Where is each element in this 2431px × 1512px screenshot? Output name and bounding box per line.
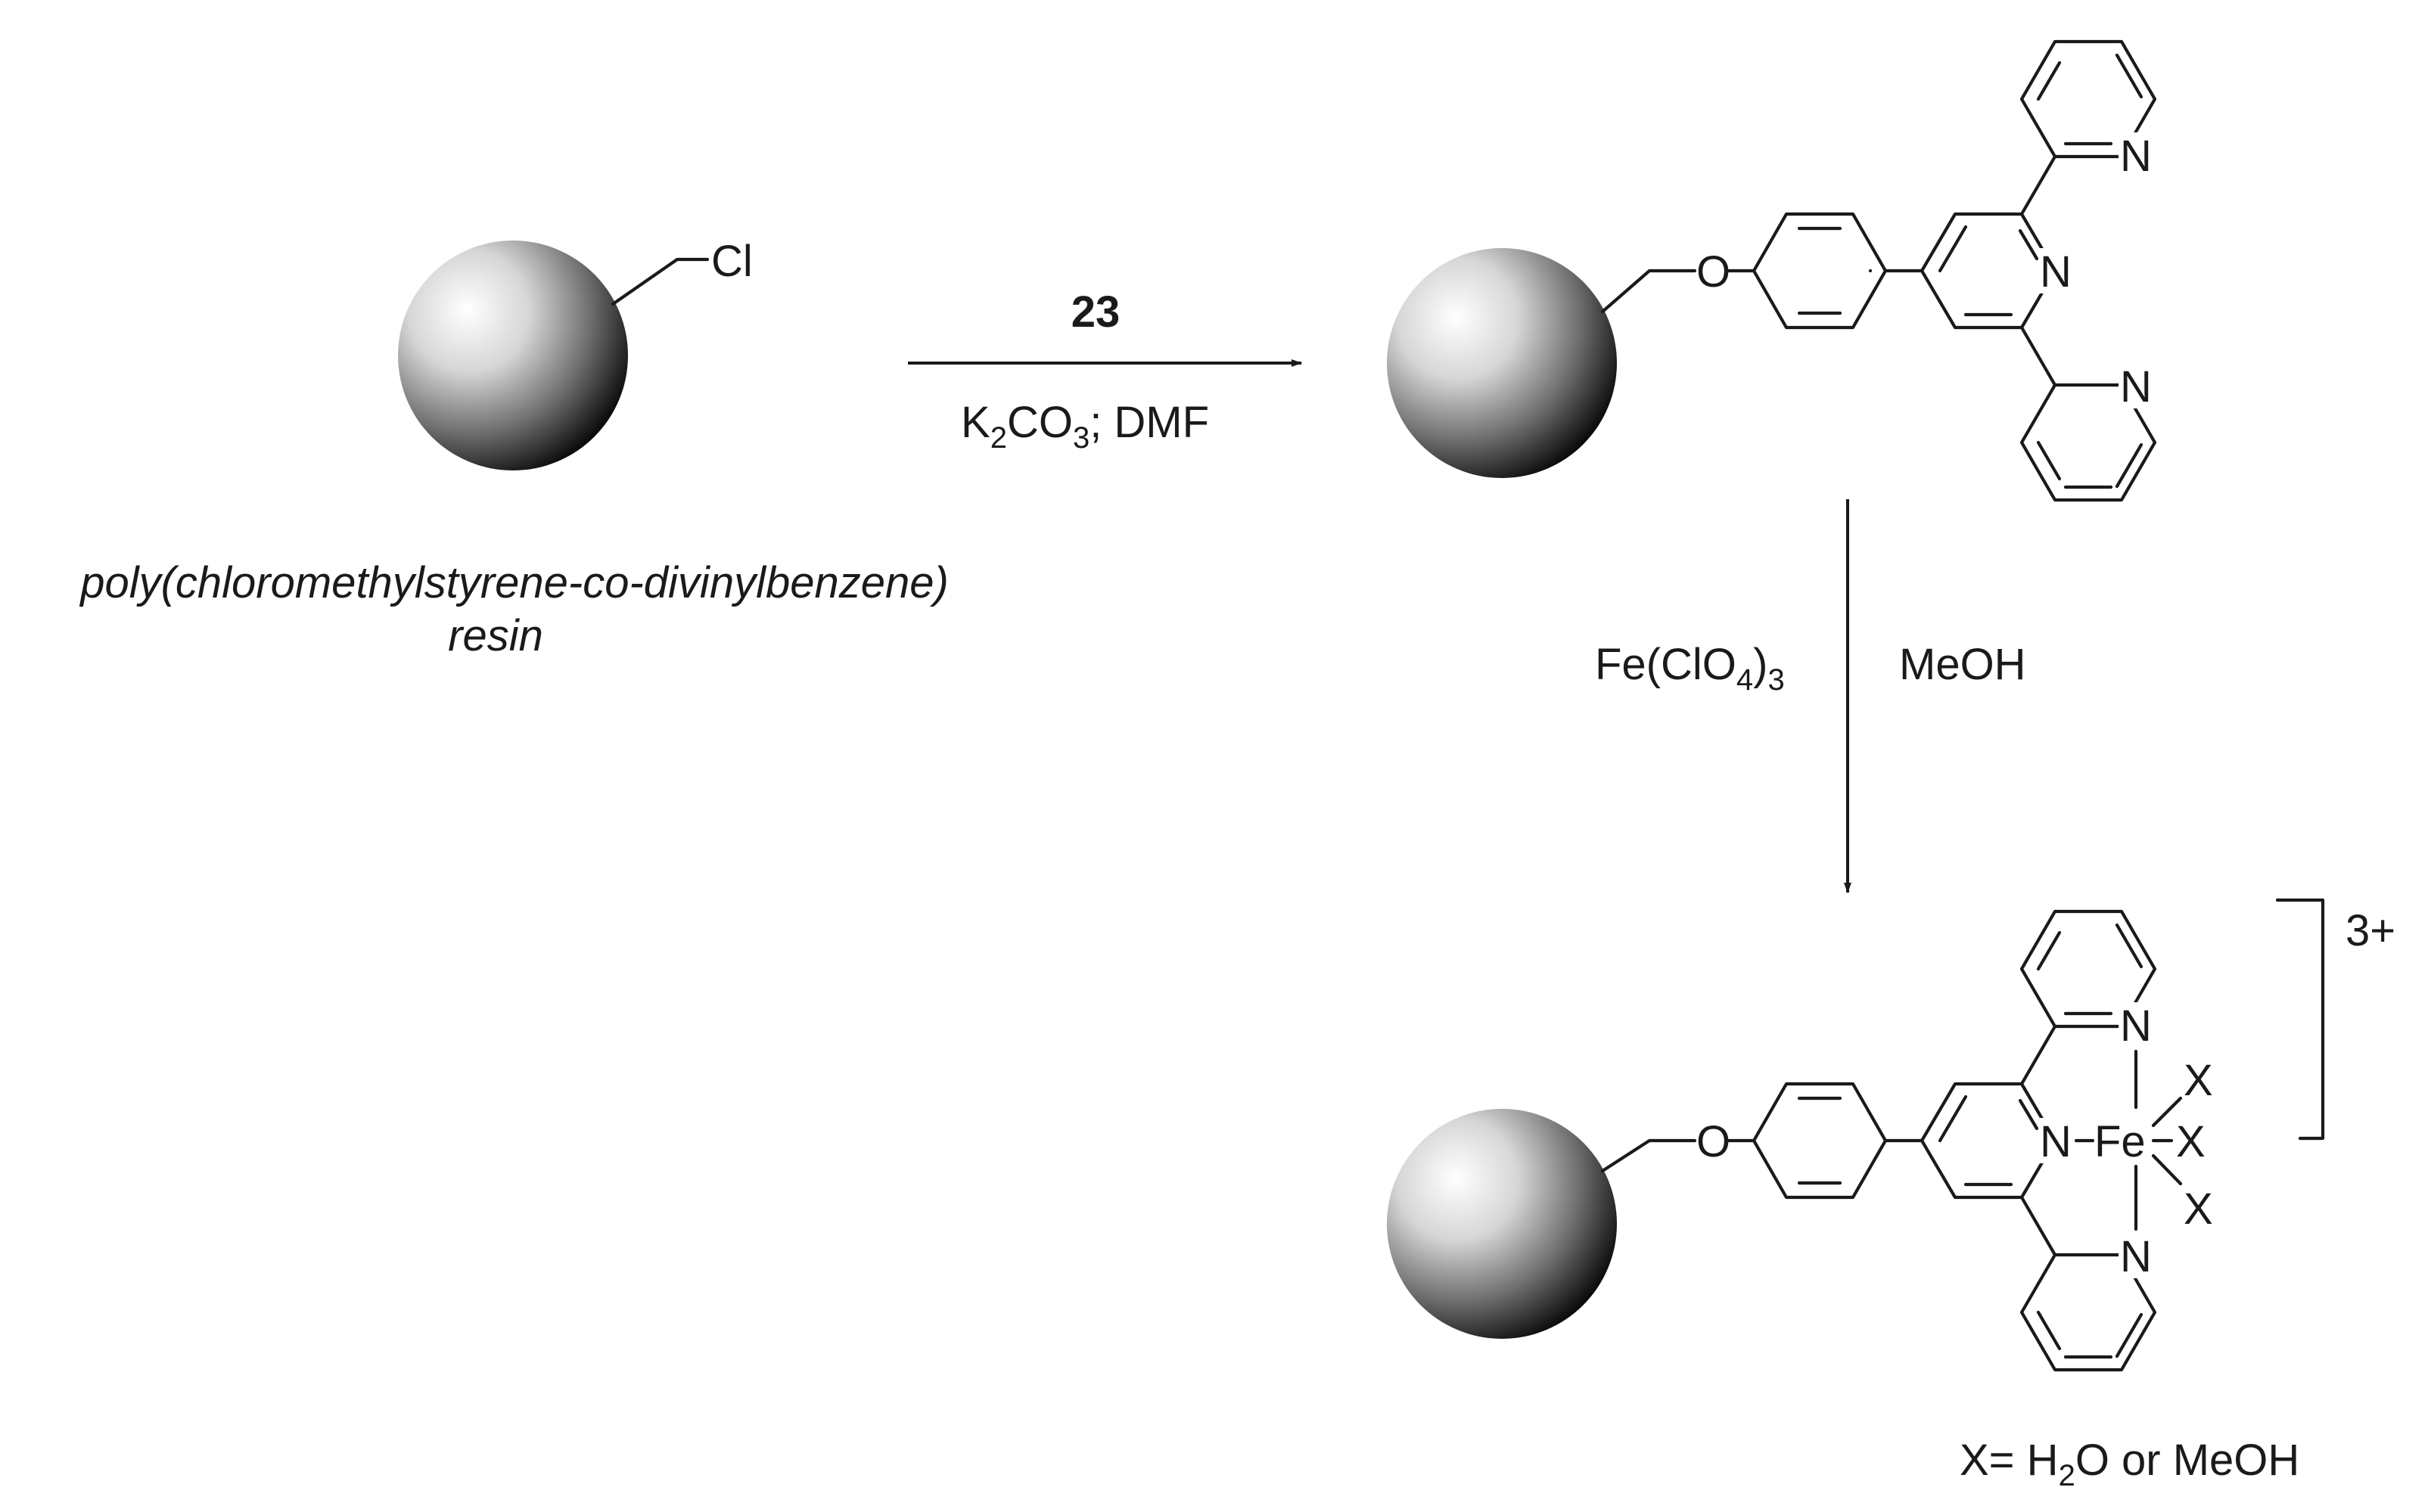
reagent-iron-perchlorate: Fe(ClO4)3 bbox=[1595, 640, 1785, 697]
ligand-x-label: X bbox=[2184, 1184, 2213, 1234]
oxygen-label: O bbox=[1696, 1117, 1730, 1166]
nitrogen-label: N bbox=[2120, 1232, 2152, 1281]
ligand-footnote: X= H2O or MeOH bbox=[1960, 1436, 2299, 1492]
reagent-23: 23 bbox=[1071, 287, 1121, 337]
nitrogen-label: N bbox=[2120, 362, 2152, 411]
solvent-methanol: MeOH bbox=[1899, 640, 2026, 689]
resin-bead bbox=[1387, 248, 1617, 478]
resin-bead bbox=[1387, 1109, 1617, 1339]
reaction-arrow-2: Fe(ClO4)3 MeOH bbox=[1595, 499, 2026, 893]
reaction-arrow-1: 23 K2CO3; DMF bbox=[908, 287, 1302, 455]
resin-bead bbox=[398, 241, 628, 470]
starting-resin: Cl bbox=[398, 237, 753, 470]
oxygen-label: O bbox=[1696, 247, 1730, 297]
nitrogen-label: N bbox=[2120, 1001, 2152, 1051]
ligand-x-label: X bbox=[2176, 1117, 2206, 1166]
charge-label: 3+ bbox=[2346, 906, 2395, 955]
nitrogen-label: N bbox=[2120, 132, 2152, 181]
iron-complex-resin: O N N N Fe X bbox=[1387, 898, 2395, 1372]
resin-caption-line1: poly(chloromethylstyrene-co-divinylbenze… bbox=[79, 558, 949, 607]
chlorine-label: Cl bbox=[711, 237, 753, 286]
terpyridine-resin: O N N N bbox=[1387, 39, 2157, 502]
nitrogen-label: N bbox=[2040, 1117, 2072, 1166]
resin-caption-line2: resin bbox=[448, 611, 543, 660]
iron-label: Fe bbox=[2094, 1117, 2146, 1166]
ligand-x-label: X bbox=[2184, 1056, 2213, 1105]
step1-conditions: K2CO3; DMF bbox=[961, 398, 1209, 455]
nitrogen-label: N bbox=[2040, 247, 2072, 297]
